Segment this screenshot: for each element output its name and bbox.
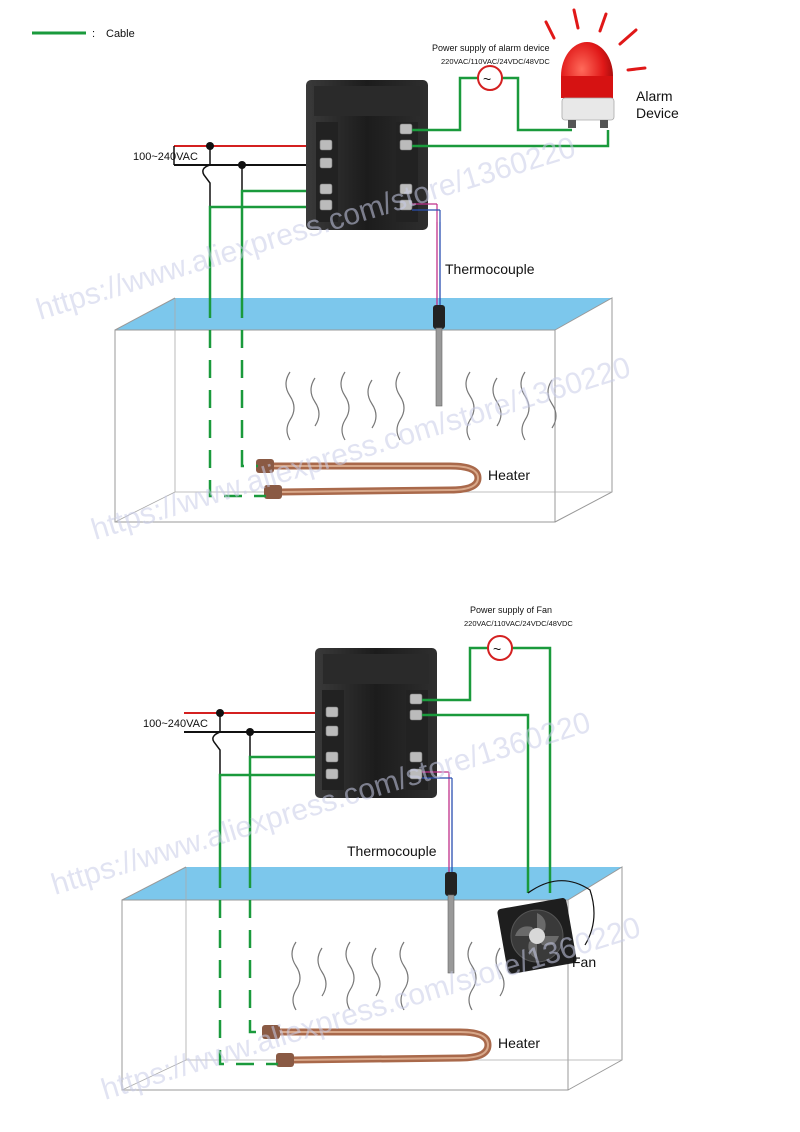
ac-symbol: ~ <box>483 71 491 87</box>
heater-terminal <box>264 485 282 499</box>
fan-power-spec: 220VAC/110VAC/24VDC/48VDC <box>464 619 573 628</box>
temperature-controller-2 <box>315 648 437 798</box>
steam-wave <box>520 371 530 441</box>
voltage-label: 100~240VAC <box>143 718 208 730</box>
heater-cables-1 <box>208 189 328 498</box>
fan: Fan <box>497 880 596 974</box>
steam-wave <box>495 947 505 997</box>
ac-source-2: ~ <box>487 635 513 661</box>
steam-wave <box>492 377 502 427</box>
supply-wires-1: 100~240VAC <box>133 142 328 300</box>
fan-circuit <box>422 646 552 893</box>
ac-source-symbol <box>487 635 513 661</box>
diagram-fan: Heater Thermocouple 100~240VAC <box>121 605 623 1091</box>
fan-label: Fan <box>572 954 596 970</box>
steam-wave <box>340 371 350 441</box>
water-surface-1 <box>115 298 612 330</box>
steam-wave <box>317 947 327 997</box>
watermark: https://www.aliexpress.com/store/1360220 <box>32 131 579 327</box>
steam-wave <box>291 941 301 1011</box>
tank-right-1 <box>554 297 613 523</box>
tank-top-back-1 <box>114 297 176 331</box>
tank-2 <box>121 866 623 1091</box>
temperature-controller-1 <box>306 80 428 230</box>
steam-wave <box>399 941 409 1011</box>
heater-terminal <box>256 459 274 473</box>
thermocouple-probe-head <box>433 305 445 329</box>
heater-label: Heater <box>498 1035 540 1051</box>
legend-label: Cable <box>106 28 135 40</box>
supply-wires-2: 100~240VAC <box>143 709 334 870</box>
thermocouple-probe-shaft <box>435 327 443 407</box>
alarm-label-line1: Alarm <box>636 88 673 104</box>
tank-floor-edge-1 <box>114 491 176 523</box>
junction-dot <box>246 728 254 736</box>
legend: : Cable <box>32 28 135 40</box>
ac-symbol: ~ <box>493 641 501 657</box>
heater-cables-2 <box>218 755 334 1066</box>
alarm-rays <box>544 8 647 72</box>
junction-dot <box>238 161 246 169</box>
legend-separator: : <box>92 28 95 40</box>
thermocouple-label: Thermocouple <box>445 261 535 277</box>
ac-source-1: ~ <box>477 65 503 91</box>
fan-power-title: Power supply of Fan <box>470 605 552 615</box>
thermocouple-1: Thermocouple <box>433 222 535 407</box>
steam-wave <box>345 941 355 1011</box>
heater-terminal <box>276 1053 294 1067</box>
steam-wave <box>465 371 475 441</box>
steam-wave <box>310 377 320 427</box>
alarm-circuit <box>412 76 610 148</box>
fan-hub <box>529 928 545 944</box>
alarm-base <box>561 97 615 121</box>
alarm-power-title: Power supply of alarm device <box>432 43 550 53</box>
watermark: https://www.aliexpress.com/store/1360220 <box>87 351 634 547</box>
fan-cable <box>527 880 595 946</box>
heater-terminal <box>262 1025 280 1039</box>
steam-wave <box>467 941 477 1011</box>
thermocouple-probe-shaft <box>447 894 455 974</box>
heater-1: Heater <box>256 459 530 499</box>
steam-wave <box>367 379 377 429</box>
watermark: https://www.aliexpress.com/store/1360220 <box>97 911 644 1107</box>
alarm-device: Alarm Device <box>544 8 679 128</box>
steam-wave <box>285 371 295 441</box>
steam-wave <box>395 371 405 441</box>
alarm-power-spec: 220VAC/110VAC/24VDC/48VDC <box>441 57 550 66</box>
alarm-label-line2: Device <box>636 105 679 121</box>
heater-label: Heater <box>488 467 530 483</box>
thermocouple-2: Thermocouple <box>347 790 457 974</box>
steam-wave <box>371 947 381 997</box>
steam-1 <box>285 371 557 441</box>
terminal-screws <box>325 693 423 780</box>
junction-dot <box>206 142 214 150</box>
voltage-label: 100~240VAC <box>133 151 198 163</box>
heater-2: Heater <box>262 1025 540 1067</box>
junction-dot <box>216 709 224 717</box>
water-surface-2 <box>122 867 622 900</box>
terminal-screws <box>319 123 413 211</box>
diagram-alarm: Heater Thermocouple 100~240VAC <box>114 8 679 523</box>
thermocouple-probe-head <box>445 872 457 896</box>
thermocouple-label: Thermocouple <box>347 843 437 859</box>
tank-right-2 <box>567 866 623 1091</box>
ac-source-symbol <box>477 65 503 91</box>
steam-wave <box>547 379 557 429</box>
steam-2 <box>291 941 505 1011</box>
